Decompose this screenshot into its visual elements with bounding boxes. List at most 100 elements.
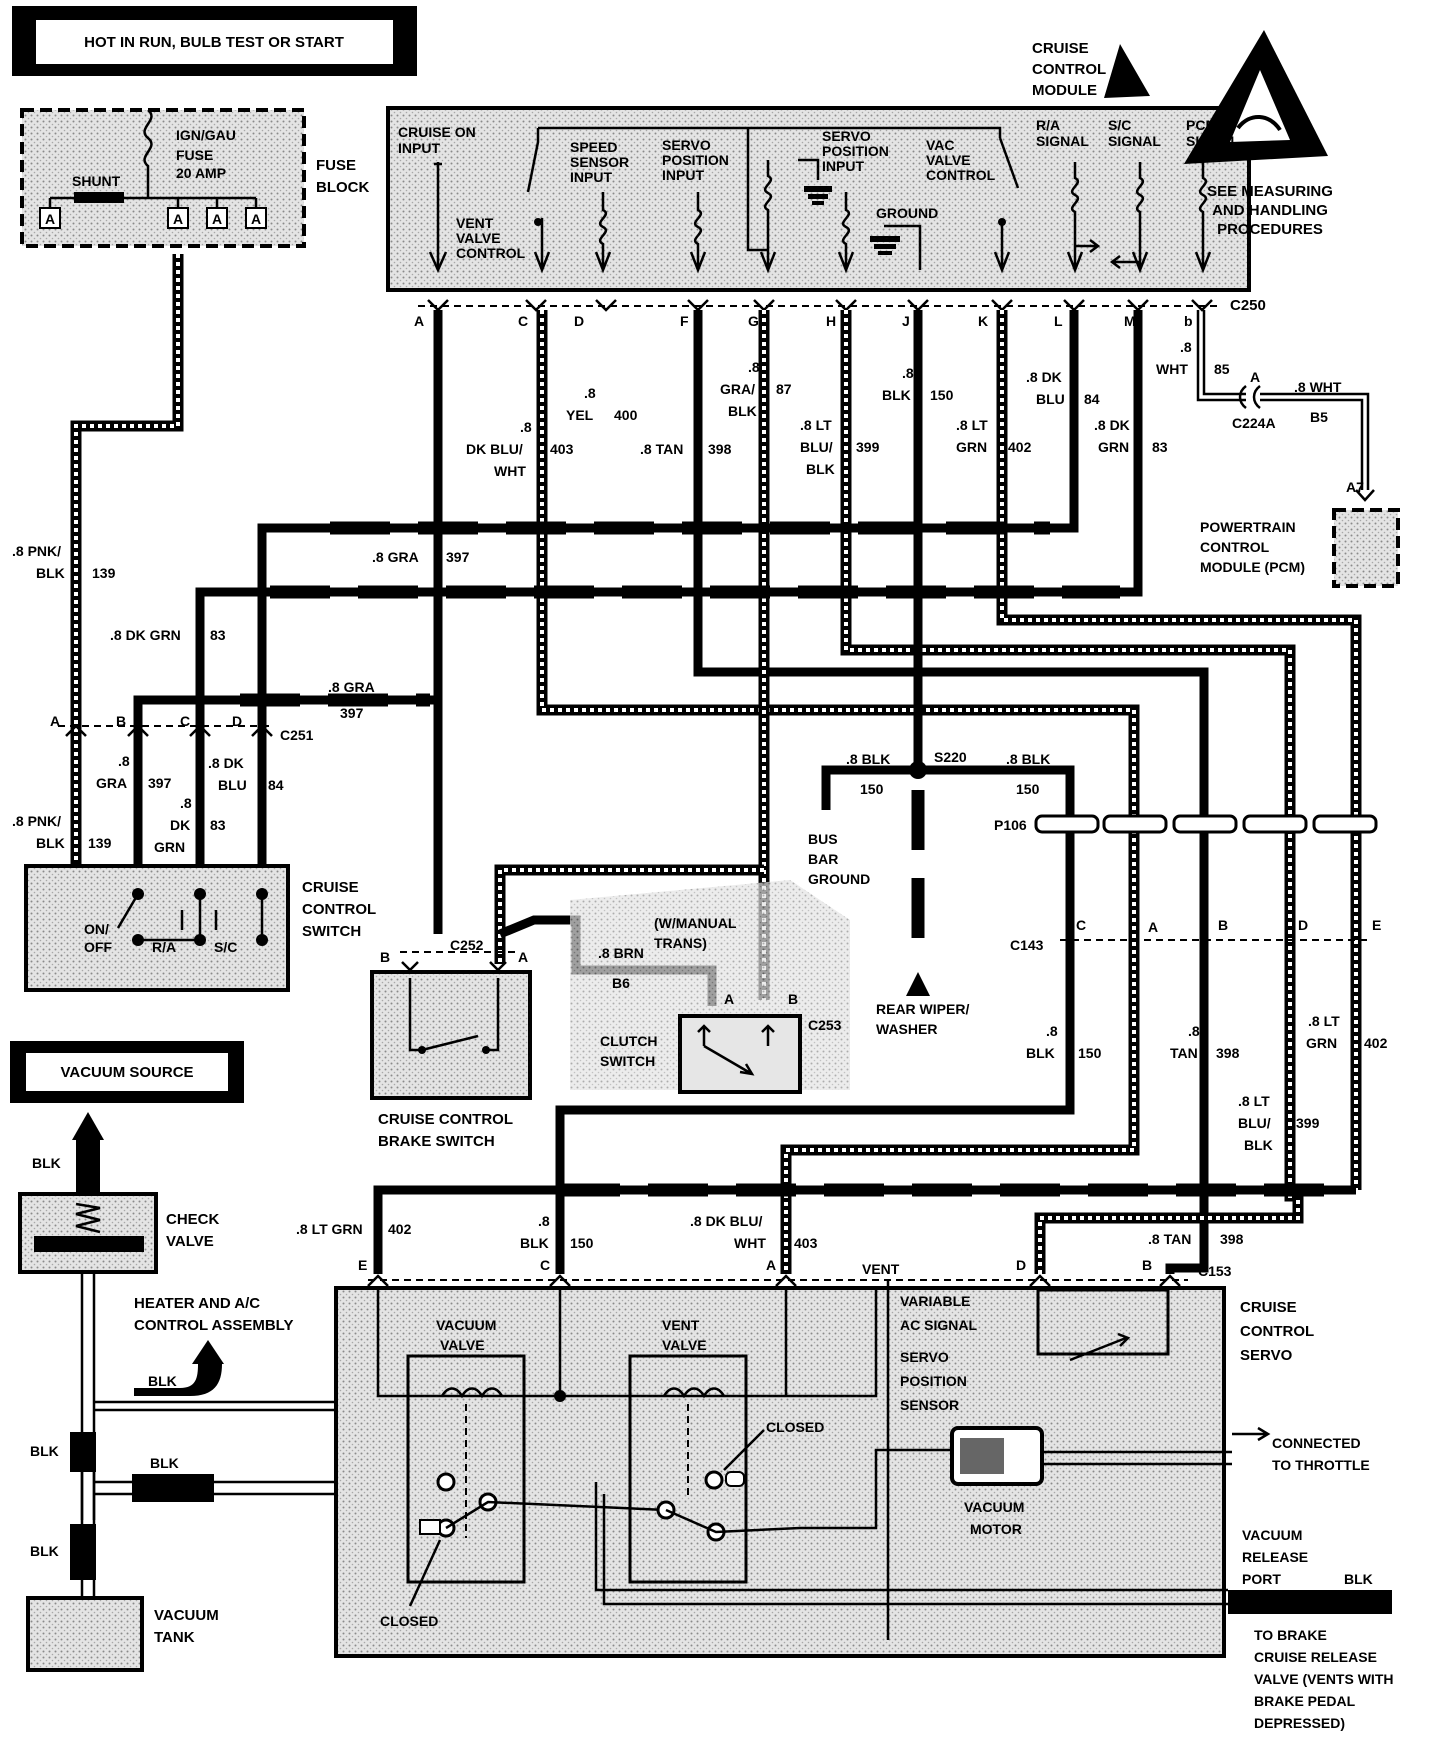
input-label: CONTROL	[456, 245, 526, 261]
wire-label: .8 BLK	[1006, 751, 1050, 767]
c250-pin: F	[680, 313, 689, 329]
wire-label: BLU	[218, 777, 247, 793]
wire-label: .8 DK	[1094, 417, 1130, 433]
wire-label: .8 BRN	[598, 945, 644, 961]
wire-label: GRN	[1098, 439, 1129, 455]
input-label: VALVE	[926, 152, 971, 168]
fuse-block: A A A A IGN/GAU FUSE 20 AMP SHUNT	[20, 108, 306, 248]
servo-label: CRUISE	[1240, 1299, 1297, 1316]
servo-position-sensor-label: SENSOR	[900, 1397, 959, 1413]
throttle-arrow-icon	[1232, 1426, 1271, 1442]
module-label: CONTROL	[1032, 61, 1106, 78]
brake-release-note: VALVE (VENTS WITH	[1254, 1671, 1393, 1687]
module-label: MODULE	[1032, 82, 1097, 99]
p106-connector	[1034, 814, 1378, 834]
vacuum-tank-label: VACUUM	[154, 1607, 219, 1624]
vacuum-valve-label: VALVE	[440, 1337, 485, 1353]
input-label: VALVE	[456, 230, 501, 246]
wire-label: 150	[1016, 781, 1040, 797]
brake-release-note: DEPRESSED)	[1254, 1715, 1345, 1731]
c251-label: C251	[280, 727, 314, 743]
input-label: SIGNAL	[1108, 133, 1161, 149]
wire-label: 139	[92, 565, 116, 581]
switch-sc: S/C	[214, 939, 237, 955]
fuse-terminal-label: A	[173, 211, 183, 227]
input-label: VENT	[456, 215, 494, 231]
switch-label: CONTROL	[302, 901, 376, 918]
fuse-block-label: BLOCK	[316, 179, 369, 196]
release-port-label: PORT	[1242, 1571, 1281, 1587]
wire-label: DK	[170, 817, 190, 833]
wire-label: BLK	[1026, 1045, 1055, 1061]
vent-valve-label: VENT	[662, 1317, 700, 1333]
c251-pin: C	[180, 713, 190, 729]
c143-pin: D	[1298, 917, 1308, 933]
wire-label: 150	[860, 781, 884, 797]
power-source-box: HOT IN RUN, BULB TEST OR START	[12, 6, 417, 76]
wire-label: 402	[1364, 1035, 1388, 1051]
wire-label: .8	[538, 1213, 550, 1229]
power-source-label: HOT IN RUN, BULB TEST OR START	[84, 34, 344, 51]
hose-label: BLK	[1344, 1571, 1373, 1587]
fuse-terminal-label: A	[45, 211, 55, 227]
switch-label: SWITCH	[302, 923, 361, 940]
wire-label: .8 PNK/	[12, 813, 61, 829]
wire-label: .8	[520, 419, 532, 435]
wire-label: .8	[1188, 1023, 1200, 1039]
fuse-terminal-label: A	[212, 211, 222, 227]
clutch-note: (W/MANUAL	[654, 915, 737, 931]
wire-label: 87	[776, 381, 792, 397]
wire-label: B5	[1310, 409, 1328, 425]
c143-pin: E	[1372, 917, 1381, 933]
input-label: INPUT	[570, 169, 612, 185]
c251-pin: A	[50, 713, 60, 729]
fuse-rating: 20 AMP	[176, 165, 226, 181]
switch-onoff: OFF	[84, 939, 112, 955]
clutch-switch	[678, 1014, 802, 1094]
wire-label: BLK	[882, 387, 911, 403]
c153-pin: B	[1142, 1257, 1152, 1273]
switch-ra: R/A	[152, 939, 176, 955]
wire-label: 399	[856, 439, 880, 455]
c153-pin: A	[766, 1257, 776, 1273]
c250-pin: D	[574, 313, 584, 329]
throttle-label: TO THROTTLE	[1272, 1457, 1370, 1473]
wire-label: 397	[148, 775, 172, 791]
vent-line-label: VENT	[862, 1261, 900, 1277]
input-label: SIGNAL	[1186, 133, 1239, 149]
input-label: CONTROL	[926, 167, 996, 183]
vent-valve-label: VALVE	[662, 1337, 707, 1353]
c153-pin: C	[540, 1257, 550, 1273]
c224a-pin: A	[1250, 369, 1260, 385]
wire-label: .8	[118, 753, 130, 769]
wire-label: 402	[388, 1221, 412, 1237]
wire-label: 85	[1214, 361, 1230, 377]
heater-label: HEATER AND A/C	[134, 1295, 260, 1312]
rear-wiper-label: REAR WIPER/	[876, 1001, 969, 1017]
brake-switch-label: BRAKE SWITCH	[378, 1133, 495, 1150]
wire-label: .8	[748, 359, 760, 375]
wire-label: 398	[1216, 1045, 1240, 1061]
switch-onoff: ON/	[84, 921, 109, 937]
wire-label: 84	[268, 777, 284, 793]
wire-label: 398	[1220, 1231, 1244, 1247]
wire-label: 402	[1008, 439, 1032, 455]
input-label: GROUND	[876, 205, 938, 221]
brake-switch-connector: C252	[450, 937, 484, 953]
wire-label: .8 LT GRN	[296, 1221, 363, 1237]
wire-label: YEL	[566, 407, 594, 423]
wire-label: GRA/	[720, 381, 755, 397]
c250-pin: J	[902, 313, 910, 329]
input-label: SERVO	[662, 137, 711, 153]
check-valve-label: CHECK	[166, 1211, 220, 1228]
wire-label: BLK	[36, 565, 65, 581]
heater-label: CONTROL ASSEMBLY	[134, 1317, 293, 1334]
wire-label: .8 DK BLU/	[690, 1213, 762, 1229]
c251-pin: D	[232, 713, 242, 729]
servo-position-sensor-label: SERVO	[900, 1349, 949, 1365]
wire-label: WHT	[494, 463, 526, 479]
s220-label: S220	[934, 749, 967, 765]
pcm-label: CONTROL	[1200, 539, 1270, 555]
dashed-routing	[240, 521, 1330, 1197]
c250-pin: L	[1054, 313, 1063, 329]
